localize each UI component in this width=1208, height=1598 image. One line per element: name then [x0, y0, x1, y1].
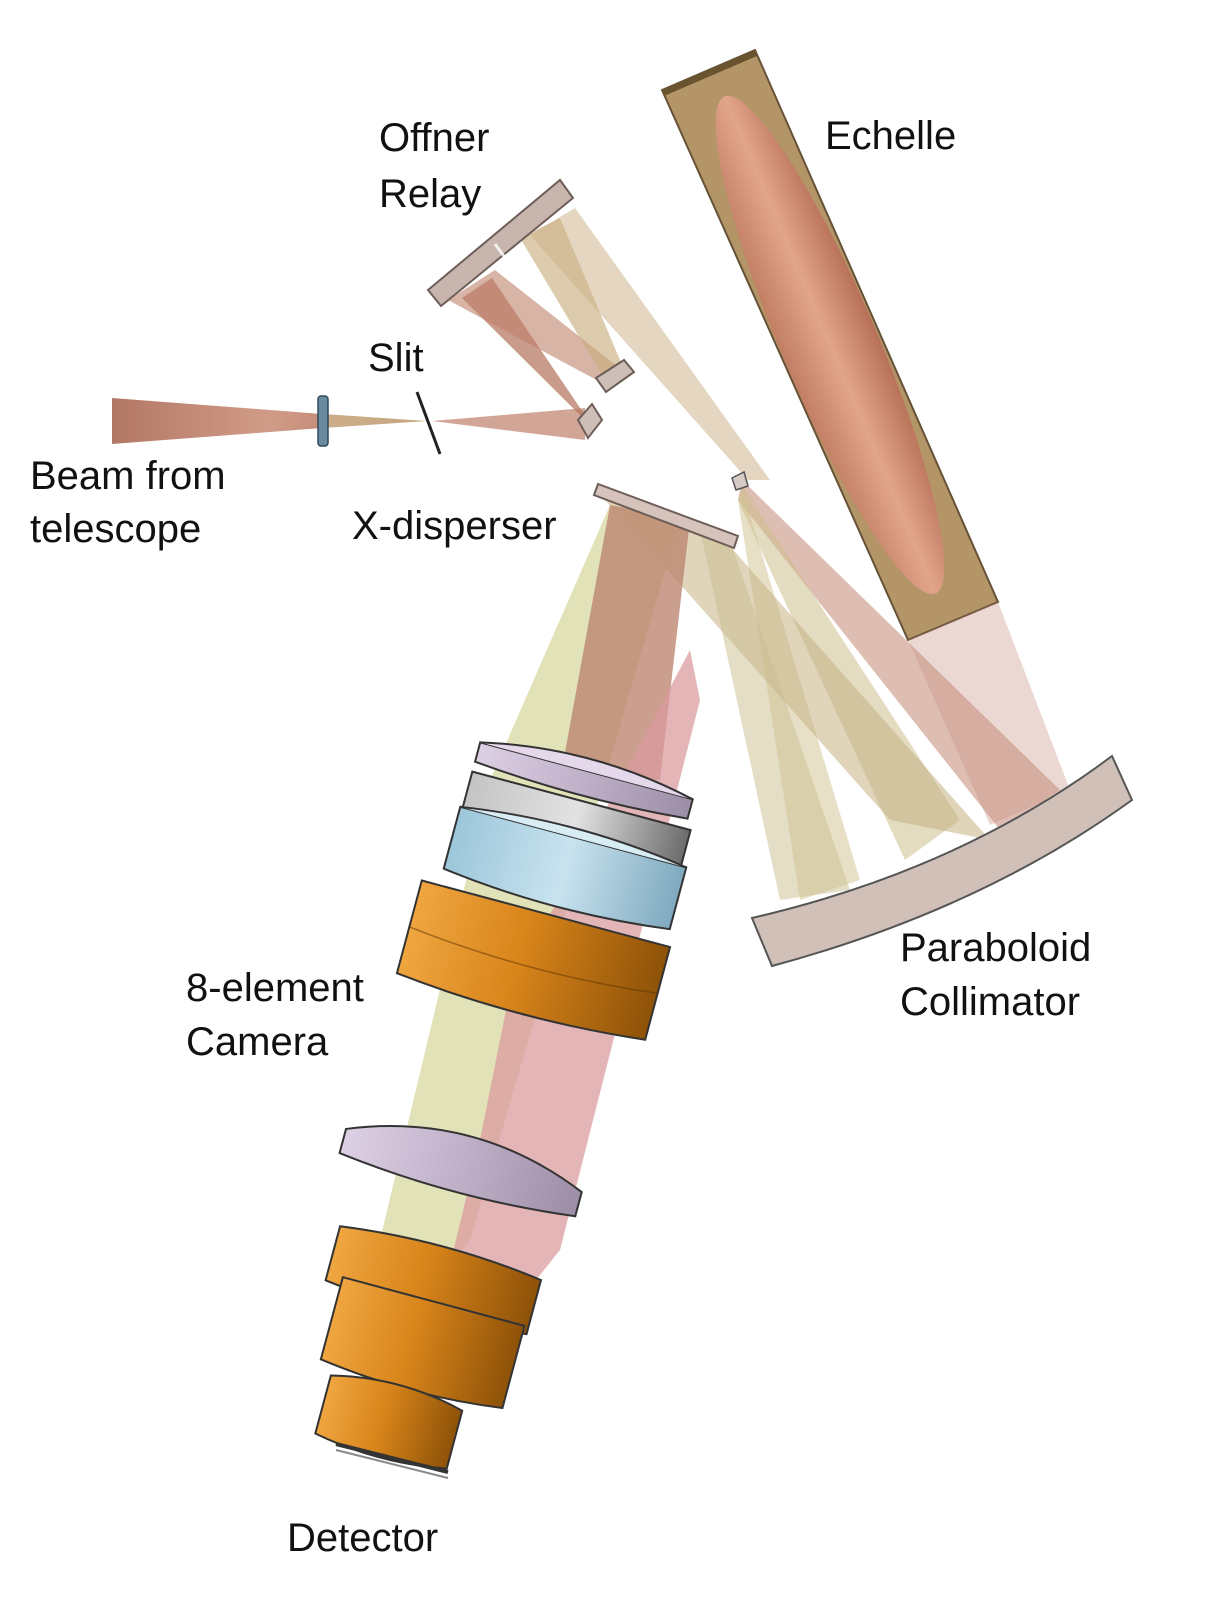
offner-secondary-mirror [594, 358, 636, 394]
label-collimator-line1: Paraboloid [900, 926, 1092, 970]
camera-lens-3 [442, 805, 688, 931]
paraboloid-collimator [750, 754, 1134, 968]
echelle-beam-3 [738, 488, 860, 900]
label-camera-line1: 8-element [186, 966, 364, 1010]
slit-to-relay-beam [432, 408, 585, 440]
camera-lens-5 [338, 1125, 583, 1218]
telescope-beam-tip [322, 414, 428, 428]
label-offner-relay-line1: Offner [379, 116, 490, 160]
camera-beam-brown [560, 505, 690, 780]
label-echelle: Echelle [825, 114, 957, 158]
camera-lens-1 [473, 741, 694, 820]
label-collimator-line2: Collimator [900, 980, 1081, 1024]
camera-lens-4 [395, 879, 672, 1041]
label-slit: Slit [368, 336, 424, 380]
echelle-grating [660, 48, 1070, 825]
offner-beam-3 [520, 218, 625, 380]
detector-plane [335, 1442, 449, 1474]
label-camera-line2: Camera [186, 1020, 329, 1064]
x-disperser [592, 482, 740, 550]
camera-optics [314, 741, 694, 1470]
collimator-beam-2 [700, 530, 850, 900]
telescope-beam [112, 398, 425, 444]
label-offner-relay-line2: Relay [379, 172, 482, 216]
offner-relay [426, 178, 636, 440]
entrance-window [317, 395, 329, 447]
collimator-beam-1 [605, 500, 990, 840]
offner-beam-4 [530, 208, 770, 480]
echelle-beam-1 [738, 480, 1060, 830]
label-x-disperser: X-disperser [352, 504, 557, 548]
offner-primary-mirror [426, 178, 575, 308]
label-beam-line2: telescope [30, 507, 202, 551]
offner-fold-mirror [576, 402, 604, 440]
label-beam-line1: Beam from [30, 454, 226, 498]
offner-beam-2 [448, 270, 622, 384]
pickoff-mirror [731, 470, 749, 491]
echelle-beam-2 [740, 485, 960, 860]
slit-plate [415, 391, 442, 455]
label-detector: Detector [287, 1516, 439, 1560]
